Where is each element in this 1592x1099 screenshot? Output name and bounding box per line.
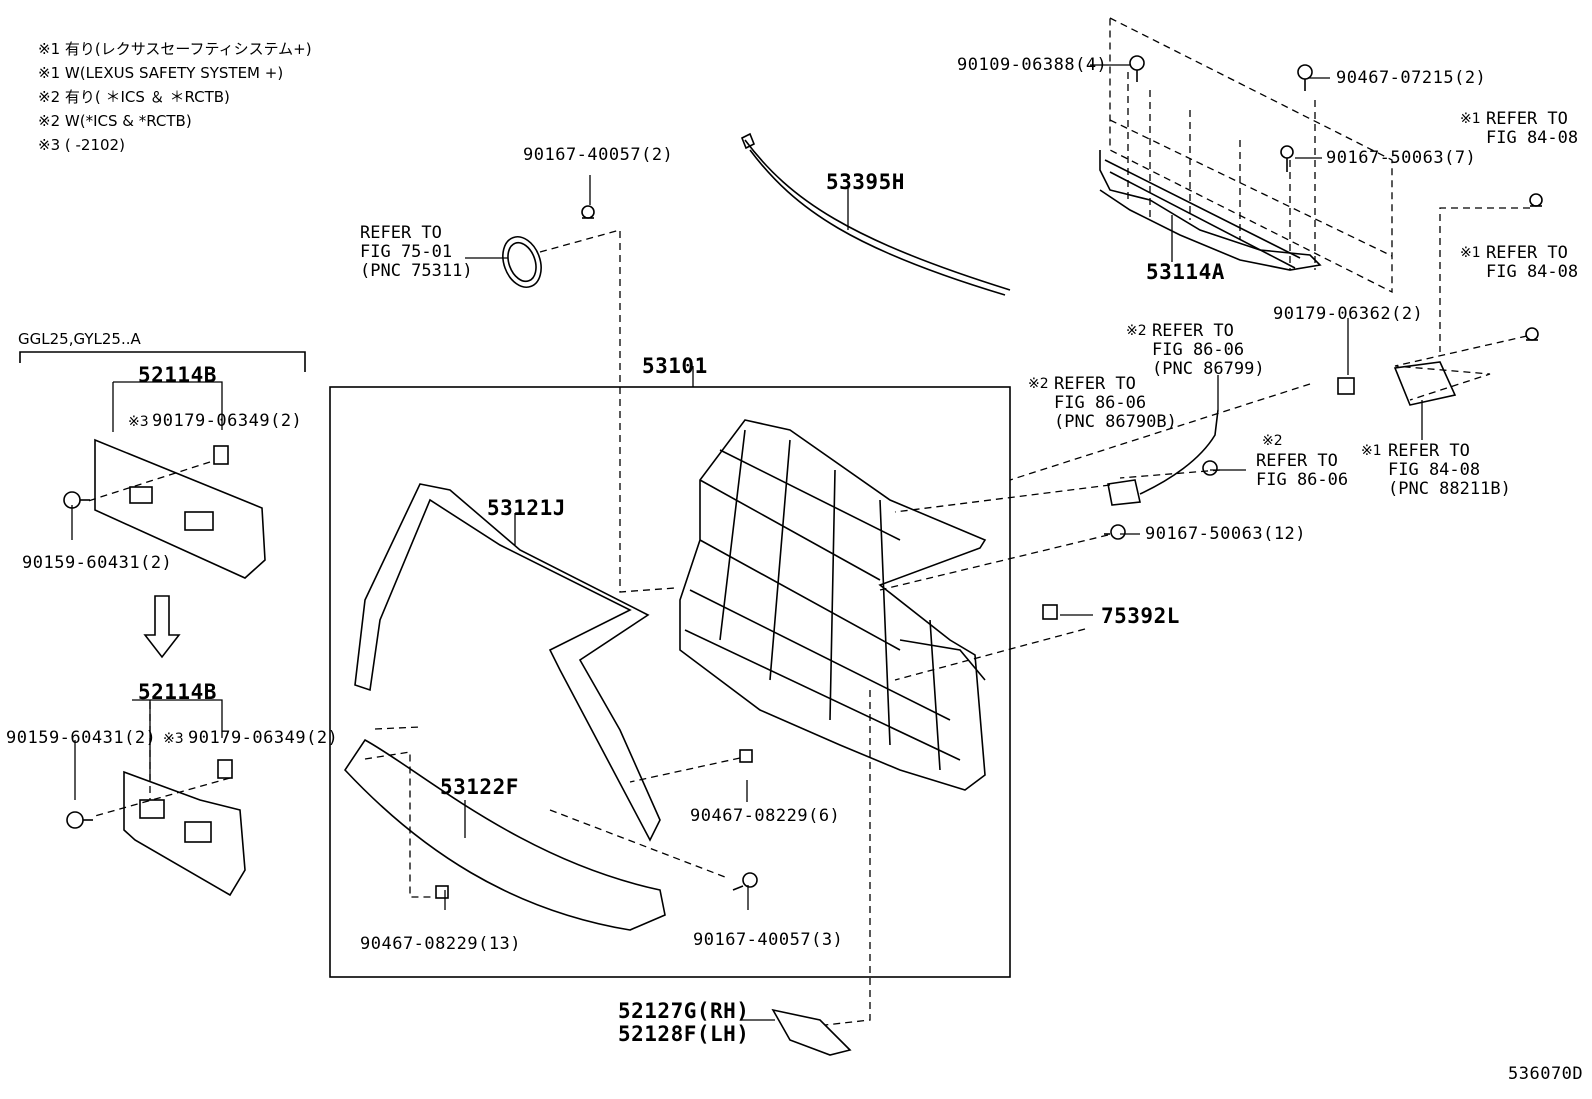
bolt-icon — [1129, 55, 1145, 82]
part-90179-06349-upper[interactable]: 90179-06349(2) — [152, 411, 303, 431]
upper-molding-part — [744, 139, 1011, 296]
condition-mark: ※2 — [1028, 376, 1049, 392]
bolt-icon — [1297, 64, 1313, 91]
ref-fig-75-01[interactable]: REFER TO FIG 75-01 (PNC 75311) — [360, 223, 473, 281]
license-bracket-lower — [123, 770, 246, 897]
part-75392L[interactable]: 75392L — [1101, 604, 1180, 628]
condition-mark: ※1 — [1361, 443, 1382, 459]
model-bracket-line — [19, 351, 306, 372]
ref-fig-86-06-a[interactable]: REFER TO FIG 86-06 (PNC 86799) — [1152, 321, 1265, 379]
condition-mark: ※3 — [128, 414, 149, 430]
part-52127G[interactable]: 52127G(RH) — [618, 999, 750, 1023]
sensor-harness-part — [1107, 409, 1219, 506]
emblem-ring-part — [502, 236, 542, 288]
bolt-icon — [1280, 145, 1294, 172]
license-bracket-upper — [94, 438, 266, 579]
ref-fig-84-08-mid[interactable]: REFER TO FIG 84-08 — [1486, 243, 1579, 282]
condition-mark: ※1 — [1460, 245, 1481, 261]
bolt-icon — [1525, 327, 1539, 341]
bolt-icon — [66, 811, 93, 829]
part-90467-08229-6[interactable]: 90467-08229(6) — [690, 806, 841, 826]
condition-mark: ※3 — [163, 731, 184, 747]
bolt-icon — [1529, 193, 1543, 207]
sensor-bracket-part — [1393, 361, 1457, 406]
note-line-1: ※1 有り(レクサスセーフティシステム+) — [38, 40, 312, 58]
grille-support-part — [1099, 150, 1322, 271]
note-line-2: ※1 W(LEXUS SAFETY SYSTEM +) — [38, 64, 284, 82]
model-label: GGL25,GYL25..A — [18, 330, 141, 348]
lower-molding-part — [343, 738, 666, 931]
bolt-icon — [63, 491, 90, 509]
clip-icon — [739, 749, 753, 763]
note-line-5: ※3 ( -2102) — [38, 136, 125, 154]
part-53395H[interactable]: 53395H — [826, 170, 905, 194]
part-53114A[interactable]: 53114A — [1146, 260, 1225, 284]
ref-fig-86-06-b[interactable]: REFER TO FIG 86-06 (PNC 86790B) — [1054, 374, 1177, 432]
clip-icon — [213, 445, 229, 465]
bolt-icon — [1202, 460, 1218, 476]
condition-mark: ※1 — [1460, 111, 1481, 127]
bolt-icon — [1104, 524, 1126, 540]
part-90179-06362[interactable]: 90179-06362(2) — [1273, 304, 1424, 324]
ref-fig-84-08-top[interactable]: REFER TO FIG 84-08 — [1486, 109, 1579, 148]
bolt-icon — [732, 872, 758, 891]
part-90167-40057-2[interactable]: 90167-40057(2) — [523, 145, 674, 165]
part-90159-60431-lower[interactable]: 90159-60431(2) — [6, 728, 157, 748]
nut-icon — [1042, 604, 1058, 620]
clip-icon — [435, 885, 449, 899]
part-52114B-upper[interactable]: 52114B — [138, 363, 217, 387]
grille-body-part — [679, 419, 987, 791]
part-53122F[interactable]: 53122F — [440, 775, 519, 799]
dashed-leaders — [84, 16, 1530, 1026]
part-90109-06388[interactable]: 90109-06388(4) — [957, 55, 1108, 75]
part-90467-08229-13[interactable]: 90467-08229(13) — [360, 934, 522, 954]
clip-icon — [1337, 377, 1355, 395]
condition-mark: ※2 — [1126, 323, 1147, 339]
part-90167-50063-12[interactable]: 90167-50063(12) — [1145, 524, 1307, 544]
part-90159-60431-upper[interactable]: 90159-60431(2) — [22, 553, 173, 573]
surround-molding-part — [354, 483, 661, 842]
grille-assembly-box — [329, 386, 1011, 978]
ref-fig-84-08-bottom[interactable]: REFER TO FIG 84-08 (PNC 88211B) — [1388, 441, 1511, 499]
solid-leaders — [71, 64, 1423, 1021]
part-90167-50063-7[interactable]: 90167-50063(7) — [1326, 148, 1477, 168]
bolt-icon — [581, 205, 595, 219]
part-90167-40057-3[interactable]: 90167-40057(3) — [693, 930, 844, 950]
part-90467-07215[interactable]: 90467-07215(2) — [1336, 68, 1487, 88]
diagram-id: 536070D — [1508, 1064, 1584, 1084]
part-90179-06349-lower[interactable]: 90179-06349(2) — [188, 728, 339, 748]
note-line-3: ※2 有り( ＊ICS ＆ ＊RCTB) — [38, 88, 230, 106]
ref-fig-86-06-c[interactable]: REFER TO FIG 86-06 — [1256, 451, 1349, 490]
bumper-bracket-part — [771, 1008, 852, 1056]
part-53101[interactable]: 53101 — [642, 354, 708, 378]
part-53121J[interactable]: 53121J — [487, 496, 566, 520]
clip-icon — [217, 759, 233, 779]
arrow-down-icon — [143, 595, 181, 659]
part-52128F[interactable]: 52128F(LH) — [618, 1022, 750, 1046]
condition-mark: ※2 — [1262, 433, 1283, 449]
note-line-4: ※2 W(*ICS & *RCTB) — [38, 112, 192, 130]
part-52114B-lower[interactable]: 52114B — [138, 680, 217, 704]
